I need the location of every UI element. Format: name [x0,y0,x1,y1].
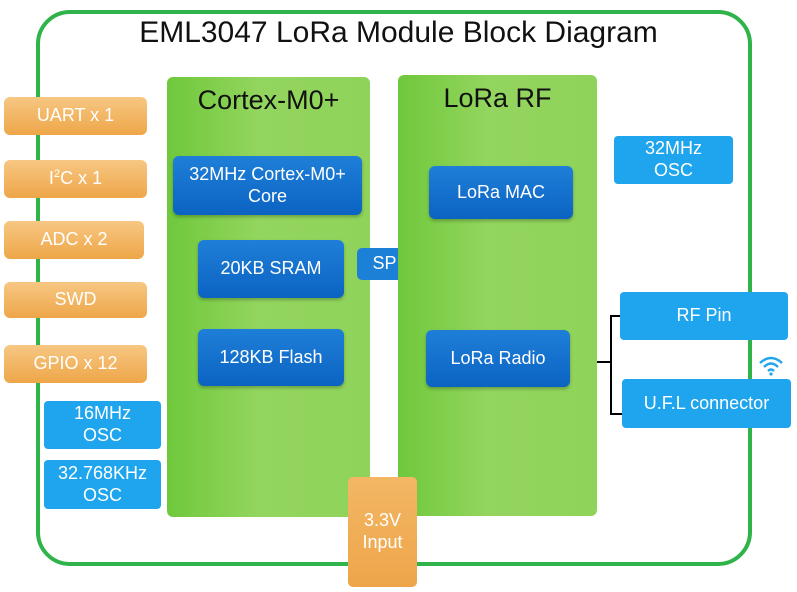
rf-connector-line-top [610,315,622,317]
gpio-block: GPIO x 12 [4,345,147,383]
osc-32mhz-block: 32MHz OSC [614,136,733,184]
power-input-block: 3.3V Input [348,477,417,587]
cortex-core-block: 32MHz Cortex-M0+ Core [173,156,362,215]
rf-connector-line-vertical [610,315,612,415]
uart-block: UART x 1 [4,97,147,135]
lora-panel-title: LoRa RF [443,83,552,113]
osc-32khz-block: 32.768KHz OSC [44,460,161,509]
lora-rf-panel: LoRa RF [398,75,597,516]
osc-16mhz-block: 16MHz OSC [44,401,161,449]
rf-connector-line-bottom [610,413,624,415]
rf-connector-line-horizontal [597,361,611,363]
adc-block: ADC x 2 [4,221,144,259]
i2c-label: I2C x 1 [48,168,103,189]
lora-radio-block: LoRa Radio [426,330,570,387]
ufl-connector-block: U.F.L connector [622,379,791,428]
flash-block: 128KB Flash [198,329,344,386]
sram-block: 20KB SRAM [198,240,344,298]
lora-mac-block: LoRa MAC [429,166,573,219]
i2c-block: I2C x 1 [4,160,147,198]
cortex-panel-title: Cortex-M0+ [197,85,340,115]
wifi-icon [759,356,783,376]
diagram-title: EML3047 LoRa Module Block Diagram [139,16,658,49]
swd-block: SWD [4,282,147,318]
rf-pin-block: RF Pin [620,292,788,340]
